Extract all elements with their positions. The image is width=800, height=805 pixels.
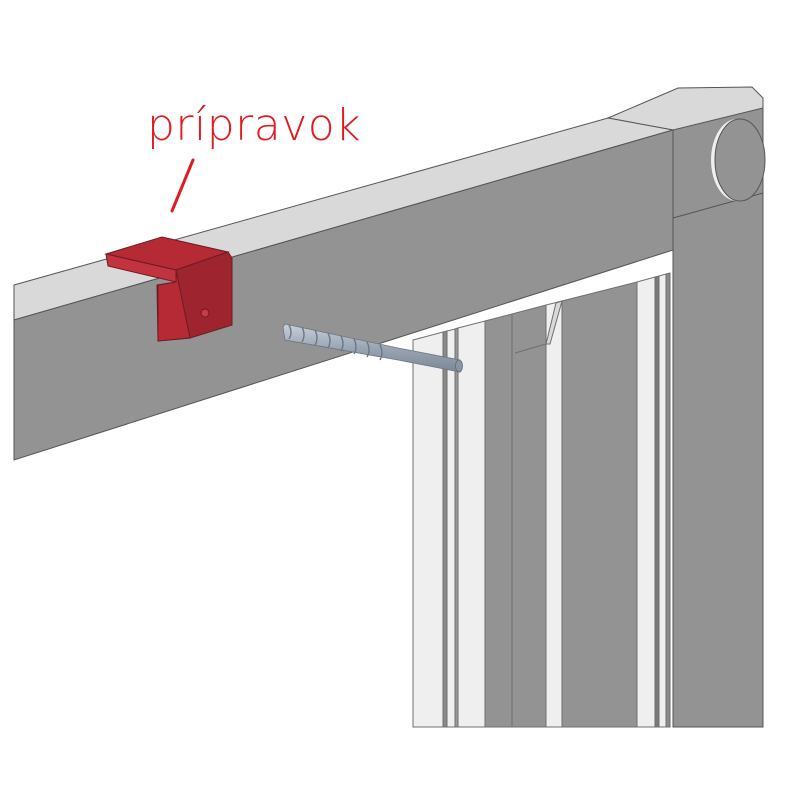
callout-leader-line [170, 158, 195, 213]
frame-profiles [412, 272, 671, 728]
end-cap-circle [711, 118, 766, 202]
callout-label: prípravok [147, 100, 362, 151]
jig [104, 236, 233, 342]
drill-bit [282, 323, 463, 373]
